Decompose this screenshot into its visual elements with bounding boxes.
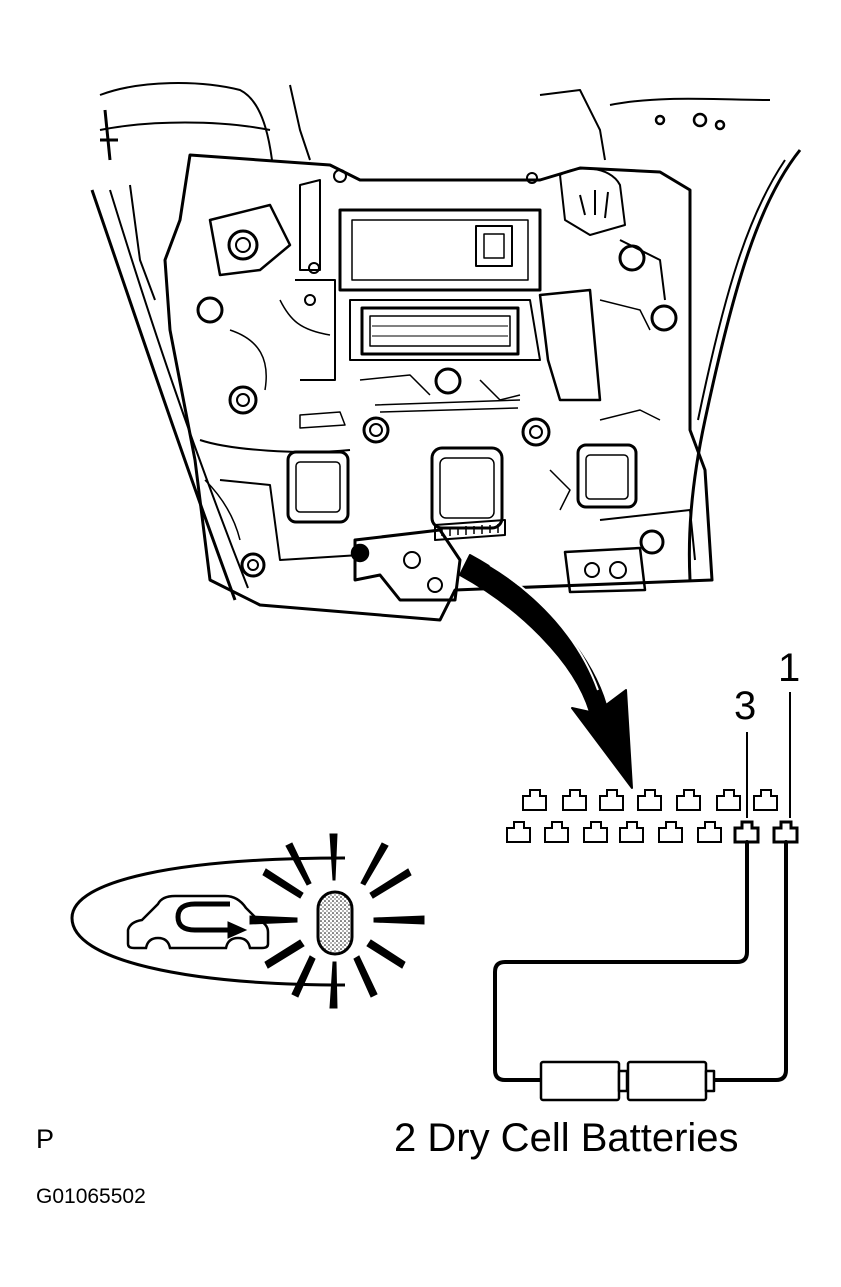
battery-test-circuit [493, 840, 788, 1102]
combination-meter-rear [90, 82, 802, 622]
air-recirculation-car-icon [126, 894, 270, 950]
wire-terminal-1 [712, 840, 788, 1082]
terminal-row-lower [506, 820, 799, 844]
figure-id: G01065502 [36, 1185, 146, 1208]
indicator-panel [70, 833, 425, 1009]
terminal-row-upper [522, 789, 778, 811]
connector-pointer-arrow [459, 554, 633, 789]
terminal-3-label: 3 [734, 684, 757, 728]
batteries-caption: 2 Dry Cell Batteries [394, 1116, 739, 1160]
flashing-indicator-lamp-icon [249, 833, 425, 1009]
wire-terminal-3 [493, 840, 749, 1082]
dry-cell-batteries [539, 1060, 716, 1102]
position-tag: P [36, 1124, 55, 1154]
indicator-bezel [70, 856, 346, 987]
terminal-3 [733, 820, 760, 844]
terminal-1-label: 1 [778, 646, 801, 690]
terminal-1 [772, 820, 799, 844]
connector-terminal-face [506, 692, 799, 844]
flash-rays [249, 833, 425, 1009]
